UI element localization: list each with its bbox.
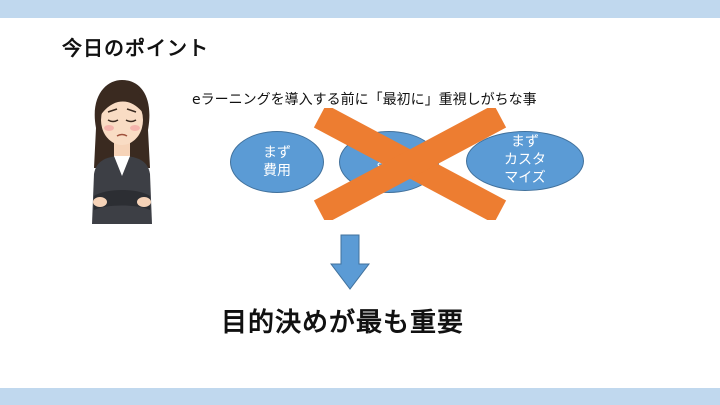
oval-cost: まず 費用 xyxy=(230,131,324,193)
oval-customize-line1: まず xyxy=(511,134,539,150)
slide-title: 今日のポイント xyxy=(62,36,209,60)
oval-customize: まず カスタ マイズ xyxy=(466,131,584,191)
conclusion-text: 目的決めが最も重要 xyxy=(221,308,465,338)
caption-text: eラーニングを導入する前に「最初に」重視しがちな事 xyxy=(192,92,537,108)
worried-woman-illustration xyxy=(92,80,152,224)
oval-customize-line2: カスタ xyxy=(504,152,546,168)
bottom-band xyxy=(0,388,720,405)
top-band xyxy=(0,0,720,18)
oval-customize-line3: マイズ xyxy=(504,170,546,186)
oval-cost-line2: 費用 xyxy=(263,163,291,179)
x-mark-icon xyxy=(313,108,507,220)
oval-cost-line1: まず xyxy=(263,145,291,161)
down-arrow-icon xyxy=(330,234,370,290)
